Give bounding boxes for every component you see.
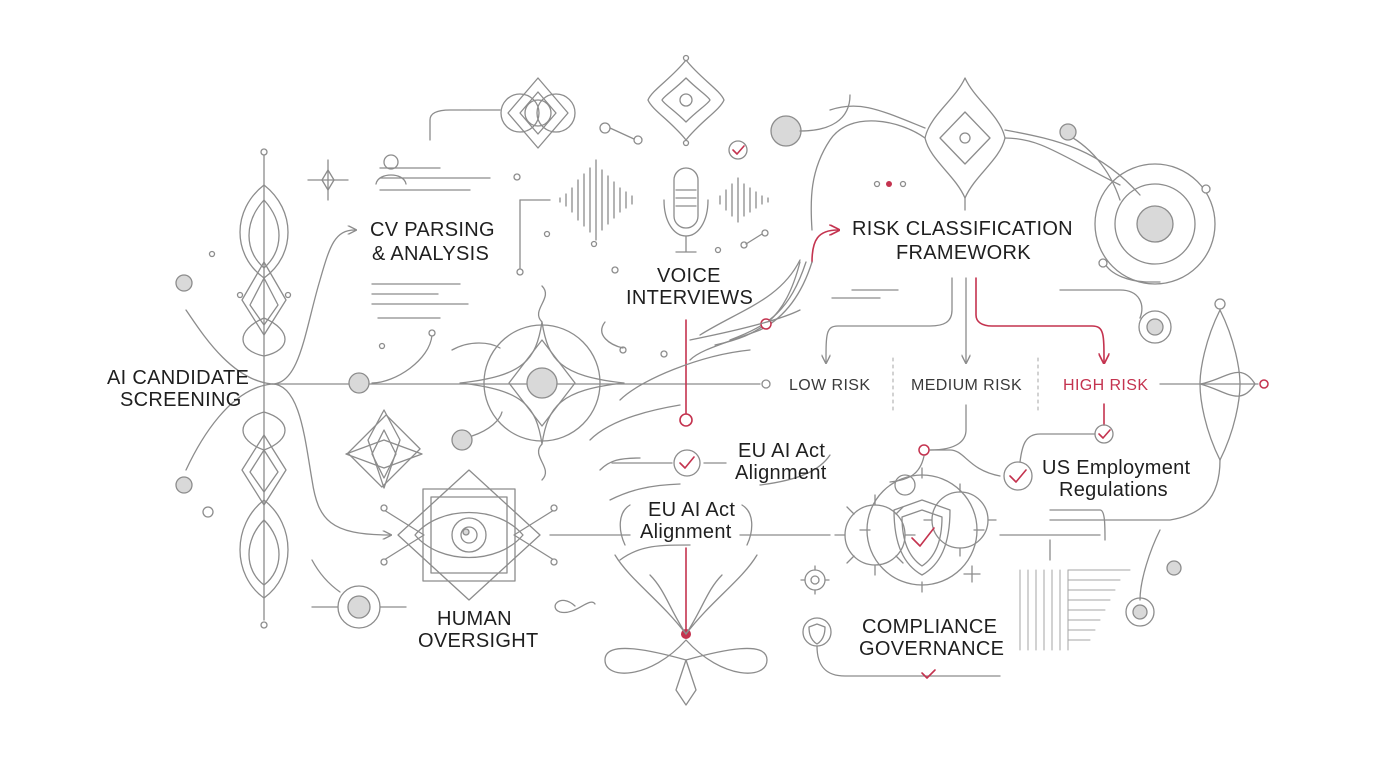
risk-branches: LOW RISK MEDIUM RISK HIGH RISK (761, 277, 1148, 411)
star-ornament (345, 409, 423, 489)
risk-framework-node: RISK CLASSIFICATION FRAMEWORK (689, 77, 1141, 361)
cv-parsing-label: CV PARSING & ANALYSIS (370, 219, 501, 265)
right-circle-ornament (1059, 123, 1216, 344)
right-arrow-ornament (1049, 298, 1269, 627)
eu-ai-act-lower-node: EU AI Act Alignment (604, 499, 768, 706)
check-badge-icon (728, 140, 748, 160)
eu-ai-act-upper-label: EU AI Act Alignment (735, 440, 831, 484)
decorative-dots-top (208, 94, 851, 358)
gear-icon (834, 467, 997, 593)
eye-icon (414, 511, 524, 559)
user-icon (375, 154, 407, 185)
waveform-right (719, 177, 769, 223)
eu-ai-act-lower-label: EU AI Act Alignment (640, 499, 741, 543)
grid-ornament (1019, 539, 1131, 651)
risk-framework-label: RISK CLASSIFICATION FRAMEWORK (852, 218, 1079, 264)
sparkle-icon (307, 159, 349, 201)
left-ornament (175, 148, 292, 629)
cv-parsing-node: CV PARSING & ANALYSIS (370, 109, 501, 319)
compliance-node: COMPLIANCE GOVERNANCE (800, 467, 1004, 679)
microphone-icon (663, 167, 709, 253)
knot-ornament (647, 54, 725, 147)
small-gear-icon (800, 565, 830, 595)
compass-ornament (348, 285, 625, 481)
voice-interviews-node: VOICE INTERVIEWS (516, 159, 769, 427)
high-risk-label: HIGH RISK (1063, 377, 1148, 394)
eu-ai-act-upper-node: EU AI Act Alignment (599, 440, 831, 486)
connector-lines (589, 309, 801, 561)
medium-risk-label: MEDIUM RISK (911, 377, 1022, 394)
compliance-label: COMPLIANCE GOVERNANCE (859, 616, 1004, 660)
shield-icon (802, 617, 832, 647)
ai-candidate-label: AI CANDIDATE SCREENING (107, 367, 255, 411)
waveform-left (559, 159, 633, 241)
ai-candidate-node: AI CANDIDATE SCREENING (107, 367, 255, 411)
low-risk-label: LOW RISK (789, 377, 870, 394)
us-employment-label: US Employment Regulations (1042, 457, 1196, 501)
diamond-ornament (469, 77, 576, 149)
human-oversight-node: HUMAN OVERSIGHT (311, 469, 596, 652)
shield-check-icon (893, 499, 951, 576)
human-oversight-label: HUMAN OVERSIGHT (418, 608, 539, 652)
us-employment-node: US Employment Regulations (889, 403, 1196, 541)
voice-interviews-label: VOICE INTERVIEWS (626, 265, 753, 309)
lotus-ornament (810, 77, 1141, 231)
